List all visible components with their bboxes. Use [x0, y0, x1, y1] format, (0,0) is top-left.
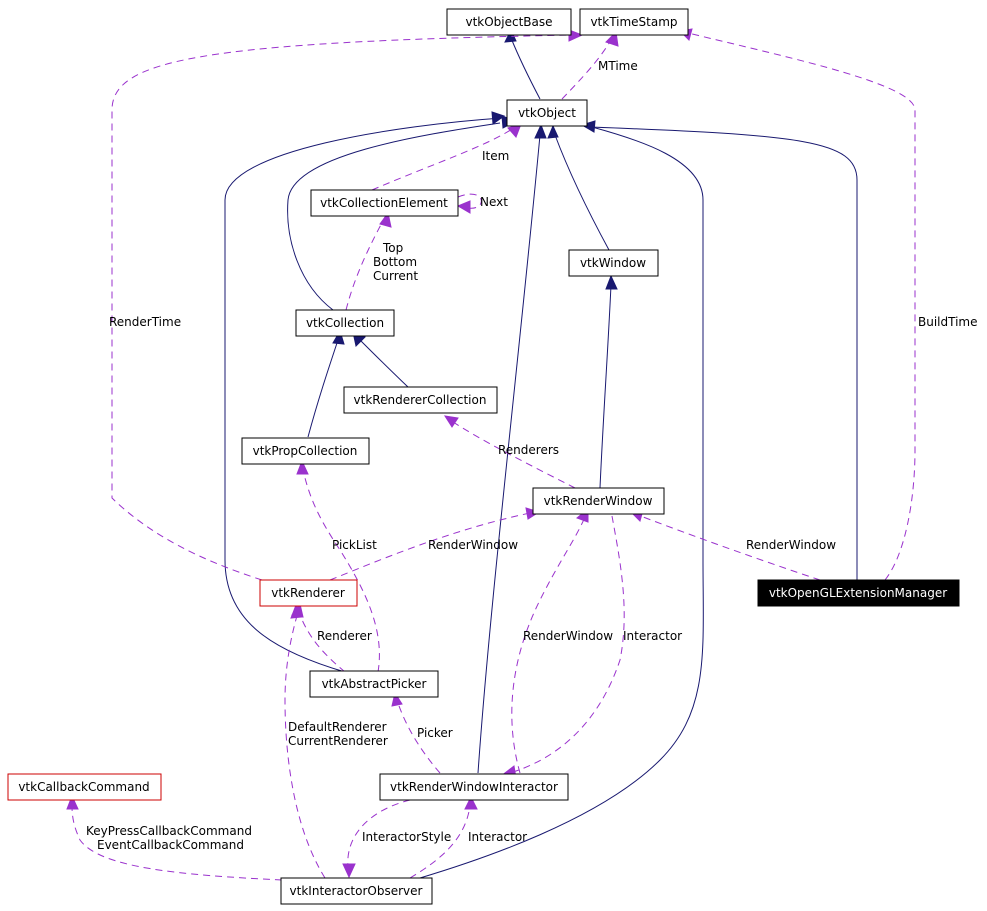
label-renderwindow-interactor: RenderWindow: [523, 629, 613, 643]
edge-labels: MTime Item Next Top Bottom Current Rende…: [86, 59, 978, 852]
edge-interactor-rwi: [502, 515, 625, 776]
node-vtkrenderer[interactable]: vtkRenderer: [259, 579, 358, 607]
edge-renderercollection-to-collection: [359, 339, 409, 388]
label-picklist: PickList: [332, 538, 377, 552]
edge-next: [457, 193, 482, 209]
node-label: vtkCollectionElement: [320, 196, 448, 210]
node-vtkobject[interactable]: vtkObject: [506, 99, 588, 127]
edge-window-to-object: [554, 134, 610, 251]
edge-renderwindow-manager: [637, 514, 821, 581]
edge-interactor-obs: [409, 805, 471, 879]
label-interactor-obs: Interactor: [468, 830, 527, 844]
label-event-callback: EventCallbackCommand: [97, 838, 244, 852]
node-vtkrenderwindow[interactable]: vtkRenderWindow: [532, 487, 665, 515]
edge-collection-to-object: [287, 122, 501, 311]
label-next: Next: [480, 195, 508, 209]
node-vtkcollection[interactable]: vtkCollection: [295, 309, 395, 337]
node-label: vtkObjectBase: [465, 15, 552, 29]
label-default-renderer: DefaultRenderer: [288, 720, 387, 734]
edge-default-current-renderer: [284, 611, 326, 879]
edge-observer-to-object: [419, 126, 704, 879]
node-label: vtkInteractorObserver: [290, 884, 423, 898]
label-mtime: MTime: [598, 59, 638, 73]
node-label: vtkOpenGLExtensionManager: [769, 586, 947, 600]
edge-object-to-objectbase: [510, 37, 541, 100]
edge-renderer-picker: [299, 614, 346, 673]
label-item: Item: [482, 149, 509, 163]
node-vtkrenderwindowinteractor[interactable]: vtkRenderWindowInteractor: [379, 773, 569, 801]
node-vtkinteractorobserver[interactable]: vtkInteractorObserver: [280, 877, 433, 905]
label-interactorstyle: InteractorStyle: [362, 830, 451, 844]
node-vtkopenglextensionmanager[interactable]: vtkOpenGLExtensionManager: [757, 579, 960, 607]
node-vtkobjectbase[interactable]: vtkObjectBase: [446, 8, 572, 36]
edge-top-bottom-current: [345, 216, 386, 311]
node-vtkcallbackcommand[interactable]: vtkCallbackCommand: [7, 773, 162, 801]
edge-item: [371, 126, 516, 191]
edge-propcollection-to-collection: [307, 339, 339, 438]
node-label: vtkRenderWindow: [544, 494, 653, 508]
edge-rendertime: [111, 34, 576, 581]
edge-buildtime: [687, 32, 916, 581]
edge-manager-to-object: [589, 126, 858, 580]
node-label: vtkAbstractPicker: [322, 677, 427, 691]
edge-callback: [71, 804, 283, 881]
edge-interactorstyle: [347, 799, 411, 869]
edge-renderwindow-to-window: [599, 284, 612, 489]
node-vtkabstractpicker[interactable]: vtkAbstractPicker: [309, 670, 439, 698]
node-label: vtkPropCollection: [253, 444, 358, 458]
inheritance-edges: [224, 28, 858, 879]
node-vtkcollectionelement[interactable]: vtkCollectionElement: [310, 189, 459, 217]
edge-renderwindow-renderer: [329, 512, 531, 581]
label-current: Current: [373, 269, 418, 283]
node-label: vtkRenderer: [271, 586, 345, 600]
node-label: vtkWindow: [580, 256, 646, 270]
label-renderwindow-manager: RenderWindow: [746, 538, 836, 552]
node-label: vtkTimeStamp: [590, 15, 677, 29]
node-vtkpropcollection[interactable]: vtkPropCollection: [241, 437, 370, 465]
node-label: vtkCollection: [306, 316, 384, 330]
node-vtkrenderercollection[interactable]: vtkRendererCollection: [343, 386, 498, 414]
edge-rwi-to-object: [477, 134, 541, 774]
label-top: Top: [382, 241, 403, 255]
node-vtkwindow[interactable]: vtkWindow: [568, 249, 659, 277]
label-renderer: Renderer: [317, 629, 372, 643]
edge-picker: [396, 699, 441, 774]
edge-renderers: [449, 419, 576, 489]
edge-renderwindow-rwi: [511, 516, 586, 774]
label-bottom: Bottom: [373, 255, 417, 269]
label-interactor-rw: Interactor: [623, 629, 682, 643]
node-vtktimestamp[interactable]: vtkTimeStamp: [579, 8, 689, 36]
label-current-renderer: CurrentRenderer: [288, 734, 388, 748]
label-buildtime: BuildTime: [918, 315, 978, 329]
label-rendertime: RenderTime: [109, 315, 181, 329]
node-label: vtkObject: [518, 106, 576, 120]
label-keypress-callback: KeyPressCallbackCommand: [86, 824, 252, 838]
edge-abstractpicker-to-object: [224, 117, 503, 673]
label-picker: Picker: [417, 726, 453, 740]
label-renderwindow-renderer: RenderWindow: [428, 538, 518, 552]
label-renderers: Renderers: [498, 443, 559, 457]
node-label: vtkCallbackCommand: [18, 780, 149, 794]
node-label: vtkRendererCollection: [354, 393, 487, 407]
node-label: vtkRenderWindowInteractor: [390, 780, 558, 794]
